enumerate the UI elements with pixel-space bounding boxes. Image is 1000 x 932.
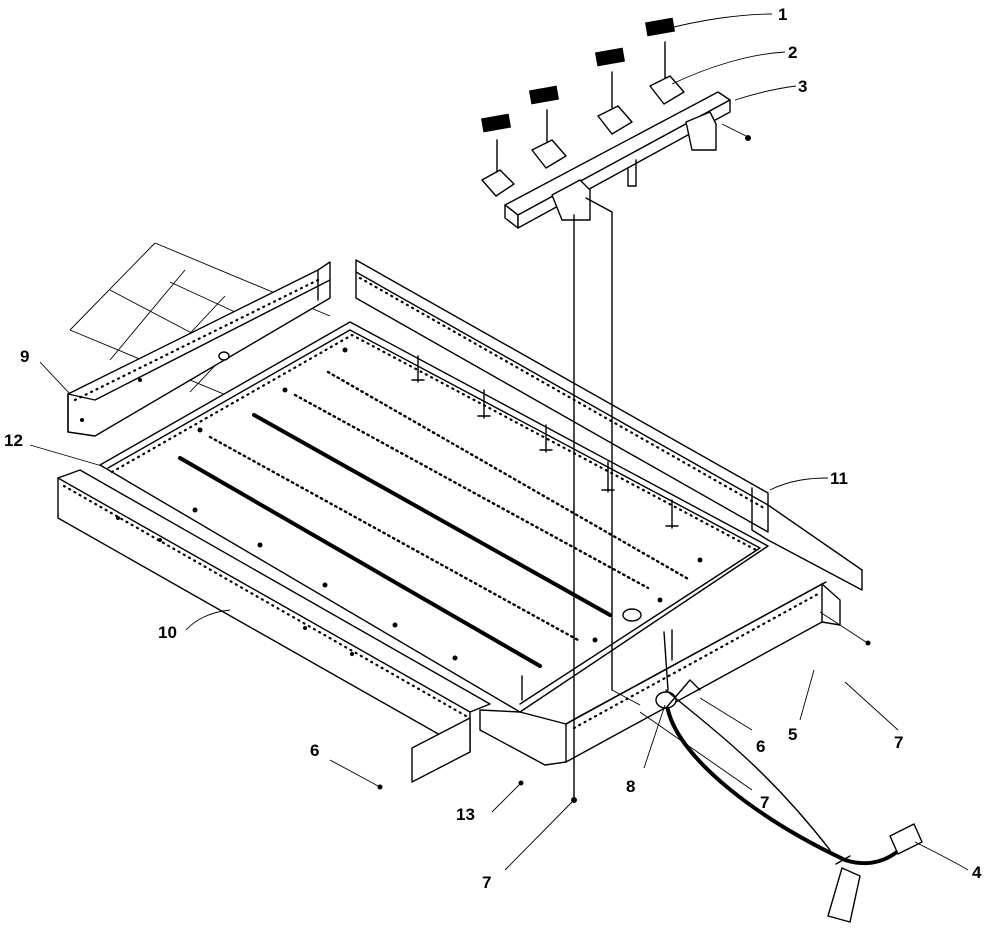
front-right-side-panel: [479, 581, 841, 766]
screw: [865, 640, 871, 646]
callout-6-left: 6: [310, 741, 319, 760]
callout-7-right: 7: [894, 733, 903, 752]
left-rear-bracket: [67, 242, 331, 437]
callout-5: 5: [788, 725, 797, 744]
callout-1: 1: [778, 5, 787, 24]
callout-13: 13: [456, 805, 475, 824]
tray-floor: [99, 321, 769, 713]
leader-lines: [29, 13, 969, 871]
right-rear-side-panel: [355, 259, 863, 591]
valve-2: [528, 85, 567, 169]
callout-labels: 1 2 3 4 5 6 6 7 7 7 8 9 10 11 12 13: [4, 5, 982, 892]
callout-3: 3: [798, 77, 807, 96]
callout-10: 10: [158, 623, 177, 642]
callout-2: 2: [788, 43, 797, 62]
valve-1: [480, 113, 515, 197]
gas-line-assembly: [655, 629, 923, 923]
valve-4: [644, 17, 685, 105]
front-side-panel: [57, 469, 491, 783]
manifold-assembly: [480, 17, 751, 229]
callout-8: 8: [626, 777, 635, 796]
callout-12: 12: [4, 431, 23, 450]
callout-4: 4: [972, 863, 982, 882]
callout-7-bottom: 7: [482, 873, 491, 892]
callout-11: 11: [830, 469, 848, 488]
valve-3: [594, 47, 633, 135]
support-rods: [571, 197, 641, 803]
callout-6-right: 6: [756, 737, 765, 756]
callout-7-middle: 7: [760, 793, 769, 812]
callout-9: 9: [20, 347, 29, 366]
